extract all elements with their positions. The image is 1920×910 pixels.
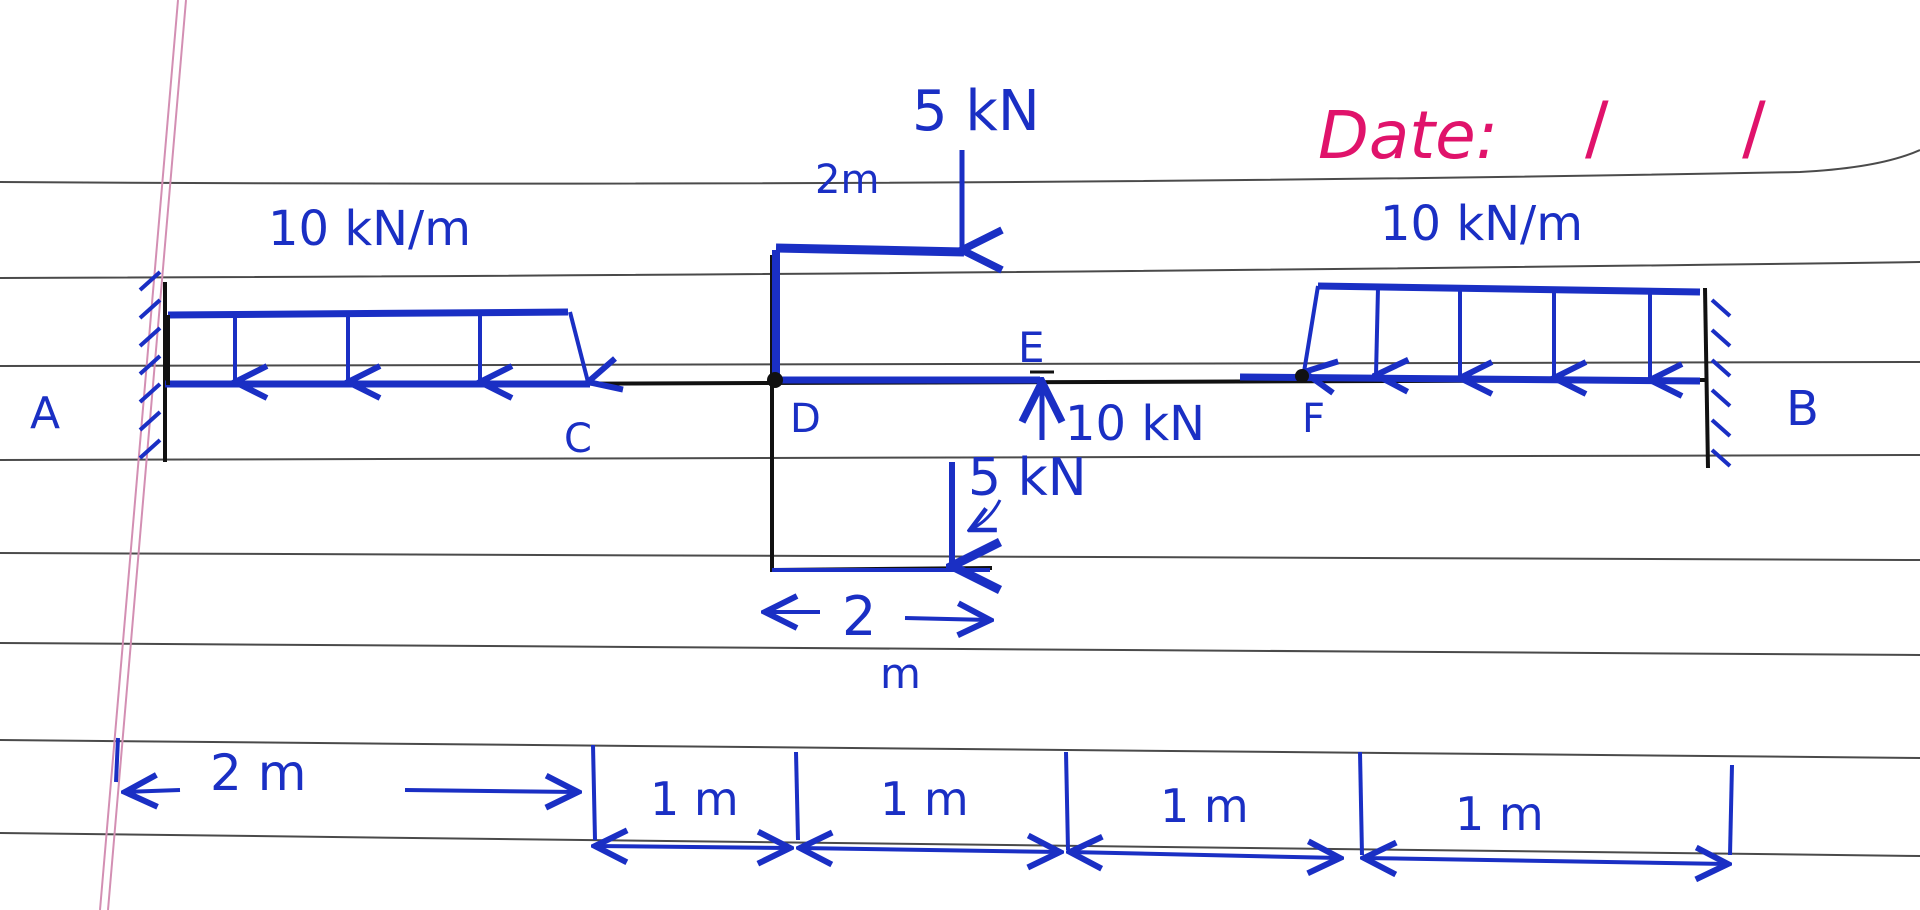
joint-F <box>1295 369 1309 383</box>
point-markers <box>767 369 1309 388</box>
udl-left <box>166 308 588 385</box>
bottom-point-load <box>952 462 1000 566</box>
udl-right-arrow <box>1376 287 1378 375</box>
beam <box>164 373 1706 388</box>
date-label: Date: <box>1318 97 1498 174</box>
label-A: A <box>30 388 60 439</box>
udl-left-arrow <box>568 311 588 382</box>
date-slashes: / / <box>1585 87 1766 169</box>
udl-left-label: 10 kN/m <box>268 201 471 257</box>
margin-line <box>99 0 187 910</box>
bottom-point-load-label: 5 kN <box>968 448 1087 508</box>
bracket-dimension-value: 2 <box>842 585 876 648</box>
span-dimensions <box>114 737 1734 864</box>
span-dimension-label: 1 m <box>1455 787 1544 841</box>
label-B: B <box>1786 381 1819 437</box>
span-dimension-label: 2 m <box>210 744 306 802</box>
label-D: D <box>790 396 821 442</box>
right-fixed-support <box>1703 287 1732 469</box>
span-dimension-label: 1 m <box>1160 779 1249 833</box>
left-fixed-support <box>138 270 167 462</box>
top-point-load-label: 5 kN <box>912 79 1040 144</box>
upward-load-E-label: 10 kN <box>1065 396 1205 452</box>
top-arm-label: 2m <box>815 157 879 203</box>
label-C: C <box>564 416 592 462</box>
bracket-dimension <box>765 612 990 620</box>
label-E: E <box>1018 323 1045 372</box>
joint-D <box>767 372 783 388</box>
udl-right-label: 10 kN/m <box>1380 196 1583 252</box>
label-F: F <box>1302 396 1325 442</box>
udl-right <box>1304 282 1701 380</box>
span-dimension-label: 1 m <box>650 772 739 826</box>
bracket-dimension-unit: m <box>880 649 921 698</box>
udl-right-arrow <box>1304 285 1318 372</box>
span-dimension-label: 1 m <box>880 772 969 826</box>
bracket-frame <box>770 243 993 573</box>
